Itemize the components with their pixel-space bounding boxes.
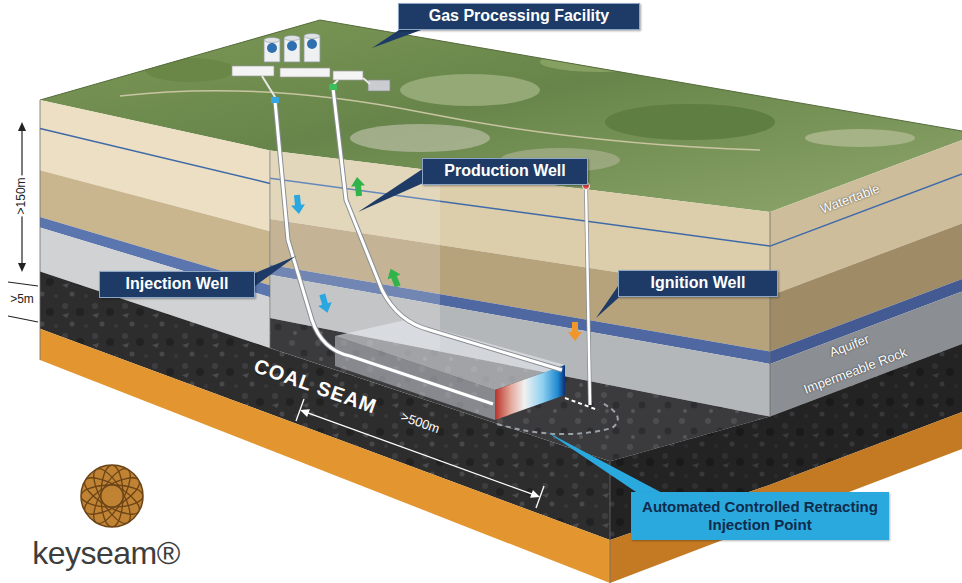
ignition-well-outline [586,188,590,405]
logo-line [80,471,145,521]
logo-text: keyseam® [32,535,180,572]
injection-well-outline [275,101,493,404]
field-patch [145,58,235,82]
logo-line [101,465,123,527]
building [280,68,330,77]
logo-line [87,464,137,529]
flow-arrow [290,194,306,214]
logo-mark [80,464,145,529]
dimension-tick [8,316,38,322]
flow-arrow [350,176,366,196]
tank-top [264,38,280,43]
callout-tail [547,432,668,496]
watertable-line [770,174,962,246]
field-patch [350,124,490,152]
injection-well [275,101,493,404]
dimension-tick [296,399,304,421]
logo-line [80,471,145,521]
callout-text: Gas Processing Facility [429,7,610,25]
pipe [363,78,370,84]
callout-tail [358,164,430,212]
callout-box: Injection Well [99,271,255,298]
dimension-tick [8,282,38,286]
callout-box: Production Well [422,158,588,185]
building [368,80,390,91]
arrowhead [18,122,26,131]
building [333,71,363,80]
flow-arrow [316,292,335,314]
block-edge [40,100,41,360]
callout-text: Ignition Well [651,274,746,292]
retraction-line [565,398,598,410]
tank-top [304,34,320,39]
callout-box: Gas Processing Facility [398,3,640,30]
gas-facility [232,34,390,98]
block-edge [610,461,611,583]
wellhead [329,84,337,90]
tank-mark [307,39,317,49]
arrowhead [18,263,26,272]
tank [284,38,300,62]
field-patch [400,74,540,106]
callout-text: Injection Well [126,275,229,293]
arrowhead [530,490,540,498]
callout-text: Automated Controlled Retracting Injectio… [641,498,879,534]
dimension-label: >5m [8,293,36,307]
watertable-line [40,129,270,184]
field-patch [805,129,915,147]
dimension-label: >150m [15,175,29,216]
flow-arrow [384,266,404,289]
wellhead [271,97,279,103]
building [232,66,274,76]
pipe [262,76,275,97]
ignition-well [586,188,590,405]
tank [264,40,280,62]
production-well-outline [333,88,562,370]
injection-front [495,365,565,420]
tank-mark [287,41,297,51]
base-layer [610,412,962,583]
logo-ball [81,465,143,527]
field-patch [540,52,660,72]
callout-box: Automated Controlled Retracting Injectio… [631,492,889,540]
retraction-path [497,402,618,434]
callout-tail [248,256,296,291]
tank-top [284,36,300,41]
logo-line [87,464,137,529]
arrowhead [300,409,310,417]
production-well [333,88,562,370]
dimension-tick [536,486,544,508]
flow-arrow [568,322,582,341]
callout-box: Ignition Well [618,270,778,297]
section-window [270,150,440,351]
block-edge [770,212,771,417]
field-patch [605,104,775,140]
tank-mark [267,43,277,53]
surface-edge [40,20,962,131]
logo-line [81,485,143,507]
logo-rim [81,465,143,527]
callout-text: Production Well [444,162,565,180]
tank [304,36,320,62]
